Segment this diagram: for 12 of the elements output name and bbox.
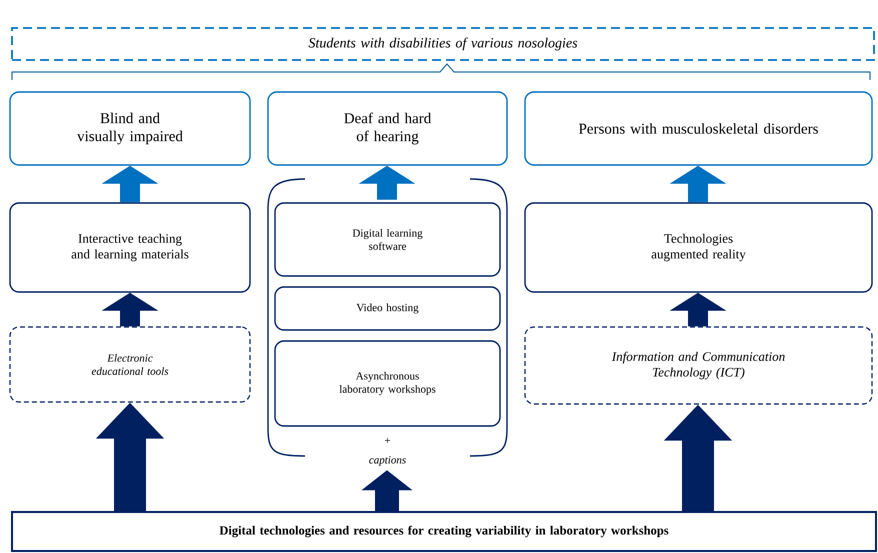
text-box: Technologies augmented reality [524,202,873,293]
dashed-box: Students with disabilities of various nosologies [11,27,875,61]
text-box: Video hosting [274,286,501,331]
dashed-box: Electronic educational tools [9,326,251,403]
text-box: Deaf and hard of hearing [267,91,508,166]
text-box: Persons with musculoskeletal disorders [524,91,873,166]
text-box: Asynchronous laboratory workshops [274,340,501,427]
text-box: Digital technologies and resources for creating variability in laboratory workshops [11,511,877,552]
text-box: Blind and visually impaired [9,91,251,166]
dashed-box: Information and Communication Technology (ICT) [524,326,873,405]
text-box: Digital learning software [274,202,501,277]
text-box: Interactive teaching and learning materials [9,202,251,293]
